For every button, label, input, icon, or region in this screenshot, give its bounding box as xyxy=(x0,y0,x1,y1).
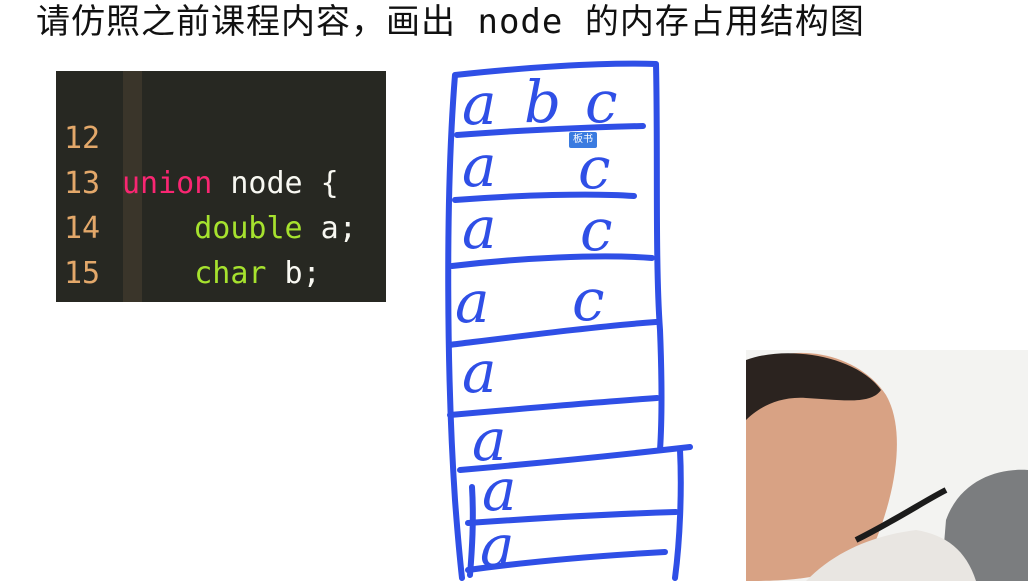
code-text: c; xyxy=(248,301,302,302)
cell-label: a xyxy=(462,70,497,138)
line-number: 13 xyxy=(64,166,101,201)
code-keyword: union xyxy=(122,166,213,201)
presenter-video xyxy=(746,350,1028,581)
line-number: 16 xyxy=(64,296,100,302)
code-line: 15 int c; xyxy=(56,206,386,302)
code-text: node { xyxy=(212,166,339,201)
code-panel: 12 union node { 13 double a; 14 char b; … xyxy=(56,71,386,302)
code-text: a; xyxy=(302,211,357,246)
code-type: char xyxy=(194,256,267,291)
row-divider xyxy=(452,191,637,203)
line-number: 12 xyxy=(64,121,101,156)
row-divider xyxy=(454,123,646,138)
cell-label: a xyxy=(455,268,490,336)
cell-label: a xyxy=(462,338,497,406)
cell-label: a xyxy=(472,406,507,474)
whiteboard-tooltip: 板书 xyxy=(569,132,597,148)
row-divider xyxy=(447,395,660,418)
cell-label: a xyxy=(462,132,497,200)
code-text: b; xyxy=(266,256,321,291)
cell-label: c xyxy=(572,266,604,334)
code-line: 12 union node { xyxy=(56,71,386,201)
row-divider xyxy=(465,509,679,526)
line-number: 14 xyxy=(64,211,101,246)
cell-label: c xyxy=(580,196,612,264)
code-line: 13 double a; xyxy=(56,116,386,246)
code-line: 14 char b; xyxy=(56,161,386,291)
row-divider xyxy=(457,444,693,473)
row-divider xyxy=(446,319,659,348)
row-divider xyxy=(465,549,668,573)
row-divider xyxy=(467,484,476,578)
webcam-overlay xyxy=(746,350,1028,581)
row-divider xyxy=(449,253,655,269)
line-number: 15 xyxy=(64,256,101,291)
memory-block-outline xyxy=(445,60,684,581)
cell-label: b xyxy=(524,68,561,136)
code-type: int xyxy=(194,301,248,302)
code-gutter-highlight xyxy=(123,71,142,302)
page-title: 请仿照之前课程内容，画出 node 的内存占用结构图 xyxy=(36,2,865,42)
code-type: double xyxy=(194,211,303,246)
cell-label: c xyxy=(585,68,617,136)
cell-label: a xyxy=(462,194,497,262)
code-line: 16 }; xyxy=(56,251,386,302)
cell-label: a xyxy=(482,456,517,524)
cell-label: a xyxy=(480,512,515,580)
